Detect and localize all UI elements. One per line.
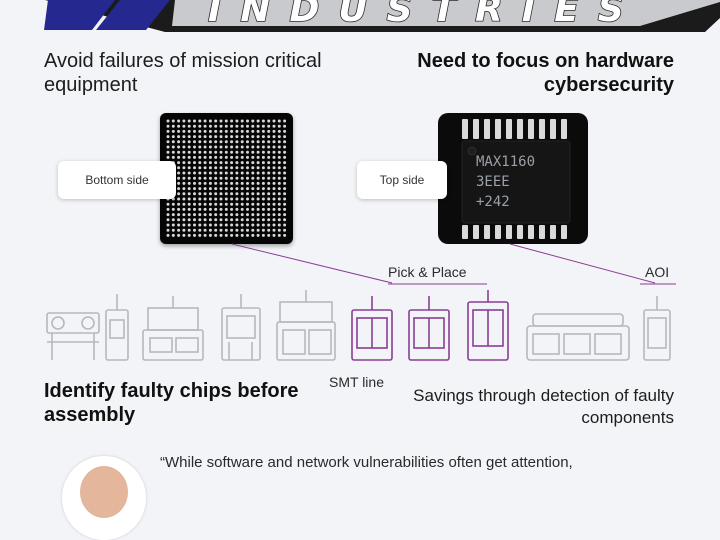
aoi-connector (509, 243, 656, 284)
top-side-label: Top side (379, 173, 425, 187)
bottom-side-label: Bottom side (85, 173, 149, 187)
chip-graphic: MAX1160 3EEE +242 (438, 113, 588, 244)
chip-marking-line-3: +242 (476, 194, 510, 210)
bga-chip-image (160, 113, 293, 244)
left-footer: Identify faulty chips before assembly (44, 380, 299, 426)
gray-machines (46, 290, 671, 361)
connector-lines (231, 243, 676, 285)
chip-marking-line-2: 3EEE (476, 174, 510, 190)
left-heading: Avoid failures of mission critical equip… (44, 50, 322, 96)
soic-chip-image: MAX1160 3EEE +242 (438, 113, 588, 244)
pick-place-connector (231, 243, 393, 284)
ball-grid (166, 119, 287, 237)
brand-banner-graphic (44, 0, 720, 32)
right-heading: Need to focus on hardware cybersecurity (417, 50, 674, 96)
right-footer: Savings through detection of faulty comp… (413, 386, 674, 427)
top-side-tag: Top side (357, 161, 447, 199)
aoi-label: AOI (645, 264, 670, 280)
pick-place-label: Pick & Place (388, 264, 467, 280)
smt-line-illustration (46, 290, 671, 361)
speaker-avatar (62, 456, 146, 540)
quote-text: “While software and network vulnerabilit… (160, 454, 573, 471)
chip-marking-line-1: MAX1160 (476, 154, 535, 170)
bottom-side-tag: Bottom side (58, 161, 176, 199)
pick-place-machines (351, 290, 509, 361)
brand-wordmark: INDUSTRIES (207, 0, 643, 30)
header-banner (0, 0, 720, 32)
smt-line-label: SMT line (329, 374, 384, 390)
